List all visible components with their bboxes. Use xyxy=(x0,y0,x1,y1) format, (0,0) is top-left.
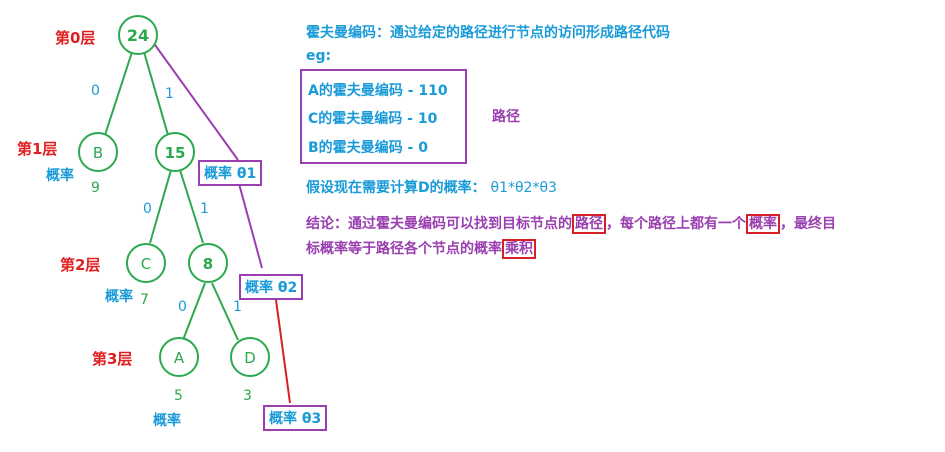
edge-15-c xyxy=(149,169,172,244)
prob-box-theta2: 概率 θ2 xyxy=(239,274,304,300)
node-d xyxy=(230,337,270,377)
encoding-a: A的霍夫曼编码 - 110 xyxy=(308,83,448,99)
conclusion-part3: ，最终目 xyxy=(780,216,836,232)
conclusion-line-1: 结论：通过霍夫曼编码可以找到目标节点的路径，每个路径上都有一个概率，最终目 xyxy=(306,213,836,234)
edge-label-2: 0 xyxy=(143,201,152,217)
assume-line: 假设现在需要计算D的概率： θ1*θ2*θ3 xyxy=(306,177,557,197)
prob-box-theta1: 概率 θ1 xyxy=(198,160,263,186)
edge-label-3: 1 xyxy=(200,201,209,217)
assume-text: 假设现在需要计算D的概率： xyxy=(306,180,486,196)
edge-8-d xyxy=(211,282,239,341)
weight-a: 5 xyxy=(174,388,183,404)
level-1-label: 第1层 xyxy=(17,140,58,158)
conclusion-part2: ，每个路径上都有一个 xyxy=(606,216,746,232)
level-3-label: 第3层 xyxy=(92,350,133,368)
edge-root-15 xyxy=(143,51,169,136)
path-line-1 xyxy=(149,37,239,161)
eg-label: eg: xyxy=(306,48,332,64)
node-label-15: 15 xyxy=(165,144,186,162)
prob-label-b: 概率 xyxy=(46,168,74,184)
level-0-label: 第0层 xyxy=(55,29,96,47)
highlight-prob: 概率 xyxy=(746,214,780,234)
highlight-product: 乘积 xyxy=(502,239,536,259)
highlight-path: 路径 xyxy=(572,214,606,234)
path-line-3 xyxy=(275,299,291,404)
edge-root-b xyxy=(104,51,133,136)
prob-label-a: 概率 xyxy=(153,413,181,429)
assume-formula: θ1*θ2*θ3 xyxy=(490,180,557,196)
node-c xyxy=(126,243,166,283)
encoding-b: B的霍夫曼编码 - 0 xyxy=(308,140,428,156)
weight-b: 9 xyxy=(91,180,100,196)
weight-d: 3 xyxy=(243,388,252,404)
node-label-d: D xyxy=(244,349,256,367)
weight-c: 7 xyxy=(140,292,149,308)
edge-label-5: 1 xyxy=(233,299,242,315)
prob-box-theta3: 概率 θ3 xyxy=(263,405,328,431)
edge-15-8 xyxy=(179,169,204,244)
node-24 xyxy=(118,15,158,55)
prob-label-c: 概率 xyxy=(105,289,133,305)
node-15 xyxy=(155,132,195,172)
path-line-2 xyxy=(237,179,263,269)
node-b xyxy=(78,132,118,172)
node-a xyxy=(159,337,199,377)
node-label-a: A xyxy=(174,349,185,367)
edge-8-a xyxy=(182,282,206,341)
node-label-8: 8 xyxy=(203,255,213,273)
conclusion-part1: 结论：通过霍夫曼编码可以找到目标节点的 xyxy=(306,216,572,232)
edge-label-0: 0 xyxy=(91,83,100,99)
notes-heading: 霍夫曼编码：通过给定的路径进行节点的访问形成路径代码 xyxy=(306,25,670,41)
encoding-c: C的霍夫曼编码 - 10 xyxy=(308,111,438,127)
node-label-b: B xyxy=(93,144,103,162)
node-label-c: C xyxy=(141,255,151,273)
edge-label-4: 0 xyxy=(178,299,187,315)
edge-label-1: 1 xyxy=(165,86,174,102)
level-2-label: 第2层 xyxy=(60,256,101,274)
path-label: 路径 xyxy=(492,109,520,125)
node-label-24: 24 xyxy=(127,26,149,45)
encoding-box: A的霍夫曼编码 - 110 C的霍夫曼编码 - 10 B的霍夫曼编码 - 0 xyxy=(300,69,467,164)
conclusion-line-2: 标概率等于路径各个节点的概率乘积 xyxy=(306,238,536,259)
conclusion-part4: 标概率等于路径各个节点的概率 xyxy=(306,241,502,257)
node-8 xyxy=(188,243,228,283)
